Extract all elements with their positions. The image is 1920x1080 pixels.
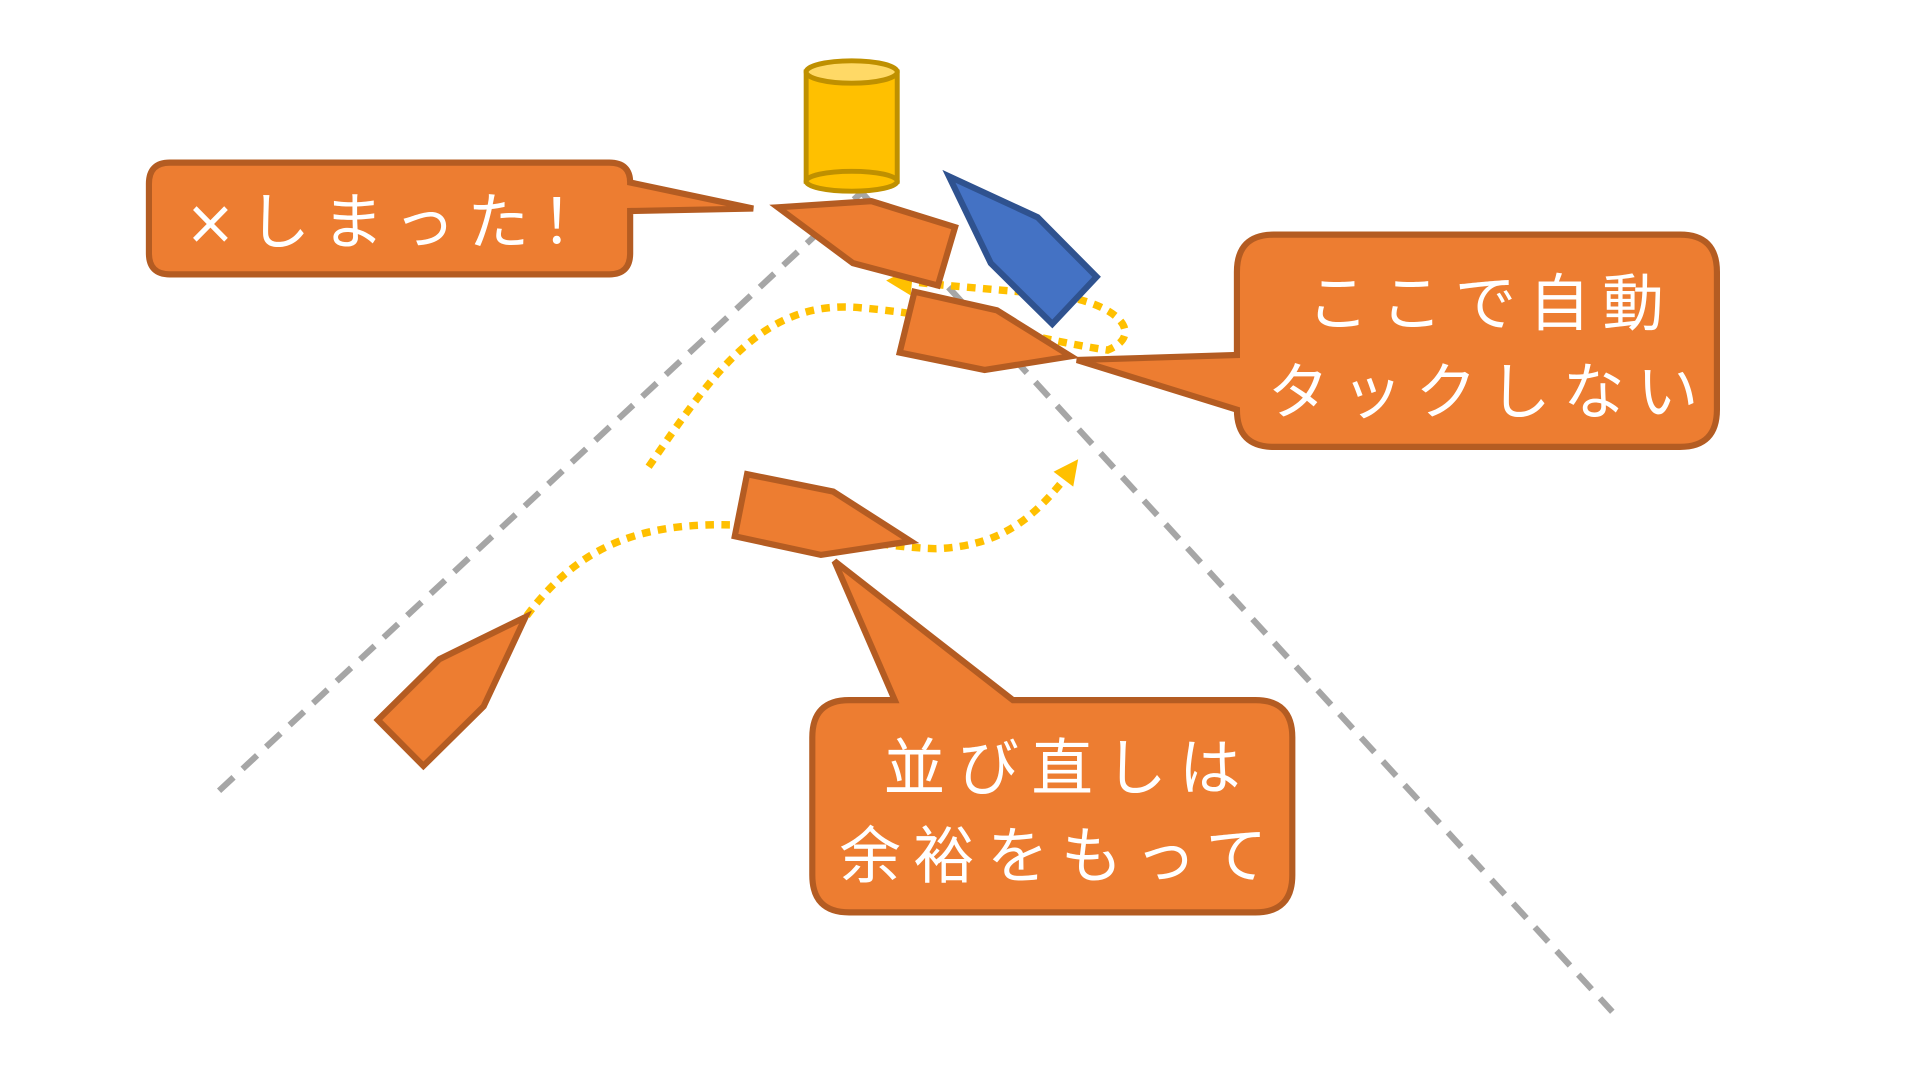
callout-reline-line1: 並び直しは bbox=[884, 732, 1253, 804]
boat-top bbox=[769, 197, 959, 290]
callout-reline-line2: 余裕をもって bbox=[839, 820, 1279, 892]
arrowhead-icon bbox=[1053, 459, 1079, 487]
layline-left bbox=[216, 190, 864, 794]
callout-oops-text: ×しまった！ bbox=[185, 186, 616, 258]
callout-no-auto-tack-line2: タックしない bbox=[1268, 356, 1711, 428]
callout-no-auto-tack: ここで自動 タックしない bbox=[1076, 231, 1720, 450]
opponent-boat bbox=[942, 169, 1101, 329]
callout-reline: 並び直しは 余裕をもって bbox=[809, 558, 1296, 916]
boat-lower bbox=[731, 470, 920, 559]
mark-buoy-icon bbox=[803, 58, 900, 194]
boat-middle bbox=[895, 288, 1080, 374]
callout-no-auto-tack-line1: ここで自動 bbox=[1307, 268, 1676, 340]
layline-right bbox=[859, 190, 1615, 1014]
path-upper-arrow bbox=[645, 276, 1129, 469]
boat-bottom-left bbox=[373, 610, 533, 771]
callout-oops: ×しまった！ bbox=[145, 159, 754, 278]
